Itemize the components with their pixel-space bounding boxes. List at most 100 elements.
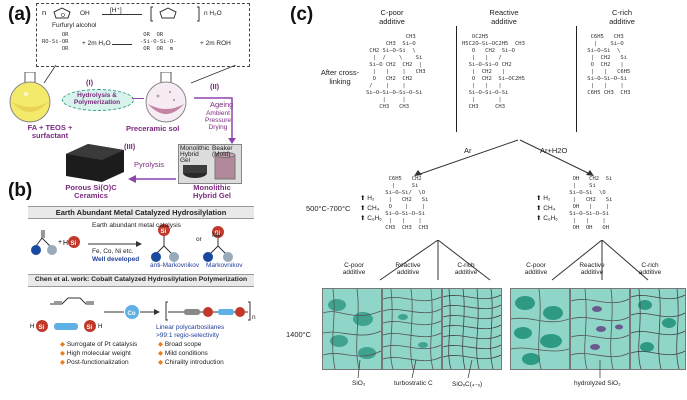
network-cpoor: CH3 CH3 Si—O CH2 Si—O—Si \ | / \ Si Si—O…: [366, 34, 426, 110]
feature-bullet-1: ◆ Surrogate of Pt catalysis: [60, 341, 138, 348]
step1-ellipse: [62, 89, 134, 111]
svg-text:H: H: [63, 240, 68, 247]
step2-arrow: [192, 96, 247, 151]
micro-head-4: C-poor additive: [524, 262, 548, 276]
svg-text:Si: Si: [215, 231, 221, 237]
step3-label: Pyrolysis: [134, 160, 165, 169]
gas-left-ch4: ⬆ CH₄: [360, 205, 380, 212]
product1-label: Porous Si(O)C Ceramics: [65, 183, 117, 200]
label-hydrolyzed-sio2: hydrolyzed SiO₂: [574, 380, 621, 387]
svg-text:+: +: [58, 239, 62, 246]
step3-numeral: (III): [124, 142, 136, 151]
furfuryl-label: Furfuryl alcohol: [52, 22, 97, 29]
poly-n: n: [252, 314, 256, 321]
step1-label: Hydrolysis & Polymerization: [73, 92, 121, 106]
flask-preceramic: [142, 71, 192, 129]
reaction2-arrow: [112, 44, 132, 45]
flask1-label: FA + TEOS + surfactant: [27, 123, 73, 140]
step1-arrow: [132, 98, 144, 99]
gas-right-ch4: ⬆ CH₄: [536, 205, 556, 212]
separator-left: [456, 26, 457, 132]
product2-label: Monolithic Hybrid Gel: [193, 183, 231, 200]
svg-text:Si: Si: [71, 241, 77, 247]
step1-numeral: (I): [86, 78, 94, 87]
or-text: or: [196, 236, 202, 243]
temp1-label: 500°C-700°C: [306, 204, 351, 213]
hydrosilylation-scheme: + Si H Si Si: [28, 220, 258, 275]
temp2-label: 1400°C: [286, 330, 312, 339]
polymerization-scheme: Si Si H H Co: [28, 290, 258, 343]
svg-text:O: O: [61, 13, 65, 19]
reaction1-n: n: [42, 8, 47, 17]
silica-structure: OR OR -Si-O-Si-O- OR OR m: [140, 32, 177, 52]
branch-arrows: [390, 138, 610, 183]
micro-head-6: C-rich additive: [638, 262, 662, 276]
ambient-label: Ambient Pressure Drying: [204, 110, 231, 131]
earth-cat-text2: Fe, Co, Ni etc.: [92, 248, 134, 255]
me-label: Me: [212, 232, 222, 239]
reaction1-catalyst: [H⁺]: [110, 7, 122, 14]
flask2-label: Preceramic sol: [126, 124, 180, 133]
svg-text:Si: Si: [161, 229, 167, 235]
feature-bullet-2: ◆ High molecular weight: [60, 350, 131, 357]
micro-head-3: C-rich additive: [454, 262, 478, 276]
markovnikov-label: Markovnikov: [206, 262, 243, 269]
box-connector: [36, 64, 248, 90]
label-sio2: SiO₂: [352, 380, 366, 387]
micro-reactive-ar: [382, 288, 442, 370]
gel-photo: [178, 144, 242, 184]
gas-left-h2: ⬆ H₂: [360, 195, 375, 202]
network-crich: C6H5 CH3 | Si—O Si—O—Si \ | CH2 Si O CH2…: [587, 34, 631, 96]
polyfurfuryl-bracket: [150, 5, 200, 28]
furan-ring: O: [52, 6, 74, 27]
col-head-reactive: Reactive additive: [489, 8, 519, 26]
chen-header: Chen et al. work: Cobalt Catalyzed Hydro…: [28, 274, 254, 287]
step3-arrow: [128, 170, 178, 188]
reaction1-product: n H₂O: [204, 10, 222, 17]
poly-label1: Linear polycarbosilanes: [156, 324, 225, 331]
down-arrows: [330, 239, 670, 291]
micro-head-5: Reactive additive: [579, 262, 605, 276]
poly-label2: >99:1 regio-selectivity: [156, 332, 220, 339]
anti-markovnikov-label: anti-Markovnikov: [150, 262, 200, 269]
gas-right-h2: ⬆ H₂: [536, 195, 551, 202]
network-pyrolyzed-ar: C6H5 CH2 | Si Si—O—Si/ \O | CH2 Si O | |…: [385, 176, 429, 231]
micro-head-2: Reactive additive: [395, 262, 421, 276]
svg-text:H: H: [98, 324, 102, 330]
gas-right-c6h6: ⬆ C₆H₆: [536, 215, 558, 222]
micro-crich-ar: [442, 288, 502, 370]
svg-text:Si: Si: [39, 325, 45, 331]
feature-bullet-5: ◆ Mild conditions: [158, 350, 208, 357]
network-reactive: OC2H5 H5C2O—Si—OC2H5 CH3 O CH2 Si—O | | …: [462, 34, 525, 110]
reaction2-product: + 2m ROH: [200, 40, 231, 47]
micro-reactive-arh2o: [570, 288, 630, 370]
panel-b-label: (b): [8, 180, 33, 201]
reaction1-oh: OH: [80, 10, 90, 17]
earth-abundant-header: Earth Abundant Metal Catalyzed Hydrosily…: [28, 206, 254, 219]
earth-cat-text1: Earth abundant metal catalysis: [92, 222, 181, 229]
col-head-cpoor: C-poor additive: [379, 8, 405, 26]
svg-text:H: H: [30, 324, 34, 330]
svg-text:Co: Co: [128, 311, 136, 317]
panel-c-label: (c): [290, 4, 314, 25]
separator-right: [576, 26, 577, 132]
reaction1-arrow: [102, 14, 142, 15]
micro-cpoor-arh2o: [510, 288, 570, 370]
earth-cat-text3: Well developed: [92, 256, 140, 263]
micro-head-1: C-poor additive: [342, 262, 366, 276]
micro-cpoor-ar: [322, 288, 382, 370]
label-turbostratic-c: turbostratic C: [394, 380, 433, 387]
feature-bullet-6: ◆ Chirality introduction: [158, 359, 224, 366]
flask-fa-teos: [6, 71, 56, 129]
beaker-gel-label: Monolithic Hybrid Gel: [180, 145, 210, 164]
micro-crich-arh2o: [630, 288, 686, 370]
reaction-box: [36, 3, 250, 67]
teos-structure: OR RO-Si-OR OR: [42, 32, 69, 52]
ar-label: Ar: [464, 146, 472, 155]
col-head-crich: C-rich additive: [609, 8, 635, 26]
beaker-mold-label: Beaker (Mold): [212, 145, 233, 158]
panel-a-label: (a): [8, 4, 32, 25]
label-siocx: SiOₓC(₄₋ₓ): [452, 381, 483, 388]
feature-bullet-4: ◆ Broad scope: [158, 341, 202, 348]
network-pyrolyzed-arh2o: OH CH2 Si | Si Si—O—Si \O | CH2 Si OH | …: [569, 176, 613, 231]
